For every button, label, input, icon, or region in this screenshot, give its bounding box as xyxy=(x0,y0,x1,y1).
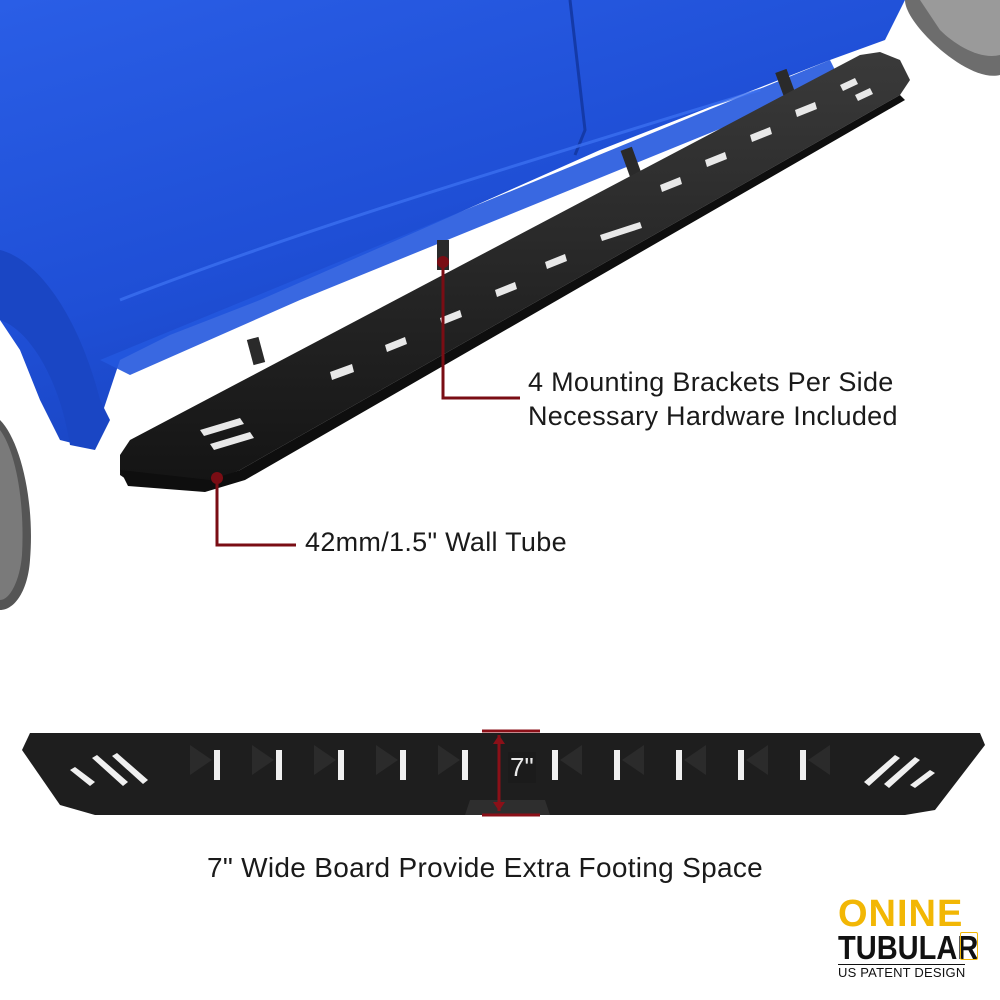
callout-brackets-line xyxy=(437,256,520,400)
running-board-angled xyxy=(120,52,910,492)
width-dimension-marker xyxy=(482,729,540,817)
rear-tire xyxy=(905,0,1000,76)
board-slots-top xyxy=(70,750,935,788)
truck-body xyxy=(0,0,905,450)
callout-tube-line xyxy=(211,472,296,547)
brackets-callout: 4 Mounting Brackets Per Side Necessary H… xyxy=(528,365,898,433)
logo-line1: ONINE xyxy=(838,893,964,935)
brackets-callout-line2: Necessary Hardware Included xyxy=(528,401,898,431)
running-board-top xyxy=(22,733,985,815)
tube-callout: 42mm/1.5" Wall Tube xyxy=(305,527,567,557)
brackets-callout-line1: 4 Mounting Brackets Per Side xyxy=(528,367,894,397)
board-caption: 7" Wide Board Provide Extra Footing Spac… xyxy=(206,852,764,883)
width-dimension-label: 7" xyxy=(508,752,536,783)
front-tire xyxy=(0,420,31,610)
logo-badge-icon xyxy=(960,932,978,960)
brand-logo: ONINE TUBULAR US PATENT DESIGN xyxy=(838,893,983,982)
logo-line2: TUBULAR xyxy=(838,929,979,966)
logo-patent-text: US PATENT DESIGN xyxy=(838,964,966,980)
board-slots-angled xyxy=(200,78,873,450)
